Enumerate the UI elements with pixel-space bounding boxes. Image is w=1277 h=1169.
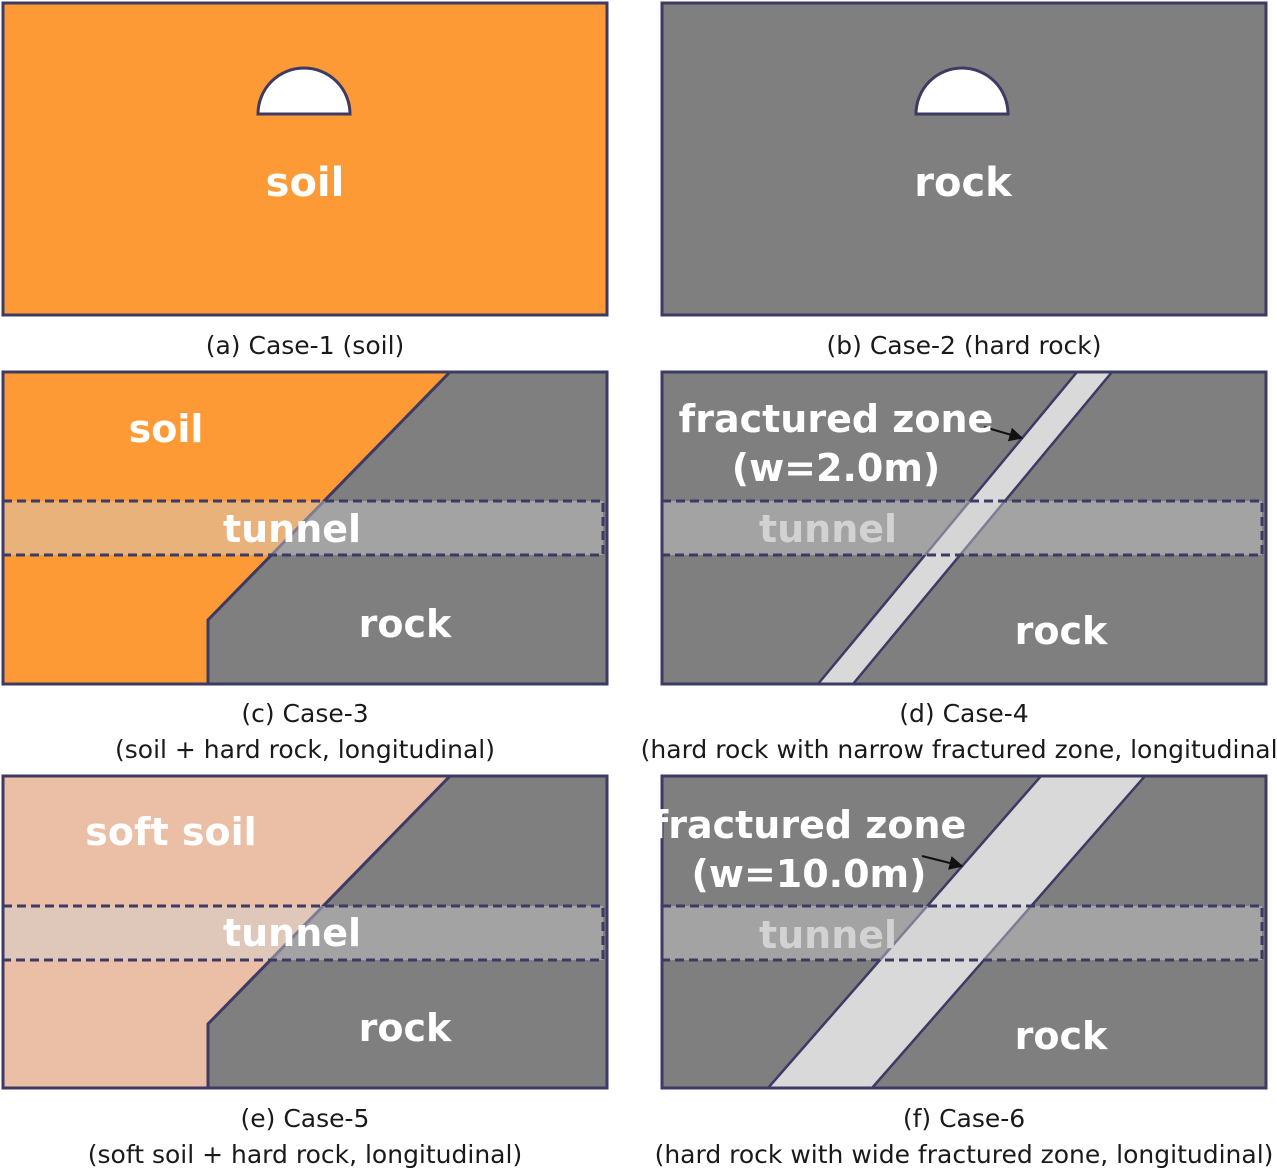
panel-e: soft soil tunnel rock (e) Case-5 (soft s…	[1, 774, 609, 1169]
soil-region	[1, 1, 609, 317]
soil-rock-boundary	[206, 774, 452, 1088]
caption-line-1: (e) Case-5	[241, 1104, 370, 1133]
tunnel-section-shape	[914, 66, 1010, 116]
caption-line-2: (hard rock with narrow fractured zone, l…	[641, 735, 1277, 764]
panel-border	[1, 370, 609, 686]
caption-line-1: (c) Case-3	[241, 699, 368, 728]
tunnel-section-shape	[256, 66, 352, 116]
panel-border	[660, 774, 1268, 1090]
caption-line-2: (soil + hard rock, longitudinal)	[115, 735, 495, 764]
rock-label: rock	[1015, 609, 1108, 653]
zone-label: fractured zone	[652, 803, 967, 847]
panel-c: soil tunnel rock (c) Case-3 (soil + hard…	[1, 370, 609, 764]
soil-rock-boundary	[206, 370, 452, 684]
panel-border	[660, 370, 1268, 686]
material-label: rock	[914, 160, 1013, 206]
zone-pointer-arrow	[983, 426, 1024, 442]
tunnel-label: tunnel	[759, 913, 897, 957]
tunnel-label: tunnel	[223, 507, 361, 551]
panel-a: soil (a) Case-1 (soil)	[1, 1, 609, 360]
soft-soil-label: soft soil	[85, 810, 256, 854]
caption-line-2: (hard rock with wide fractured zone, lon…	[655, 1140, 1274, 1169]
tunnel-label: tunnel	[759, 507, 897, 551]
zone-label: fractured zone	[679, 397, 994, 441]
panel-f: fractured zone (w=10.0m) tunnel rock (f)…	[652, 774, 1274, 1169]
soil-region	[3, 372, 450, 684]
material-label: soil	[266, 160, 345, 206]
panel-b: rock (b) Case-2 (hard rock)	[660, 1, 1268, 360]
rock-label: rock	[1015, 1014, 1108, 1058]
caption-line-2: (soft soil + hard rock, longitudinal)	[88, 1140, 522, 1169]
zone-width-label: (w=2.0m)	[732, 446, 941, 490]
tunnel-label: tunnel	[223, 911, 361, 955]
tunnel-band	[660, 499, 1264, 557]
soil-label: soil	[129, 407, 204, 451]
caption-line-1: (f) Case-6	[903, 1104, 1025, 1133]
panel-border	[1, 774, 609, 1090]
zone-width-label: (w=10.0m)	[691, 852, 926, 896]
caption-line-1: (a) Case-1 (soil)	[206, 331, 405, 360]
rock-region	[660, 1, 1268, 317]
rock-label: rock	[359, 602, 452, 646]
caption-line-1: (b) Case-2 (hard rock)	[827, 331, 1102, 360]
soft-soil-region	[3, 776, 450, 1088]
panel-d: fractured zone (w=2.0m) tunnel rock (d) …	[641, 370, 1277, 764]
tunnel-band	[1, 904, 605, 962]
tunnel-band	[660, 904, 1264, 962]
rock-label: rock	[359, 1006, 452, 1050]
caption-line-1: (d) Case-4	[899, 699, 1028, 728]
zone-pointer-arrow	[921, 855, 964, 870]
